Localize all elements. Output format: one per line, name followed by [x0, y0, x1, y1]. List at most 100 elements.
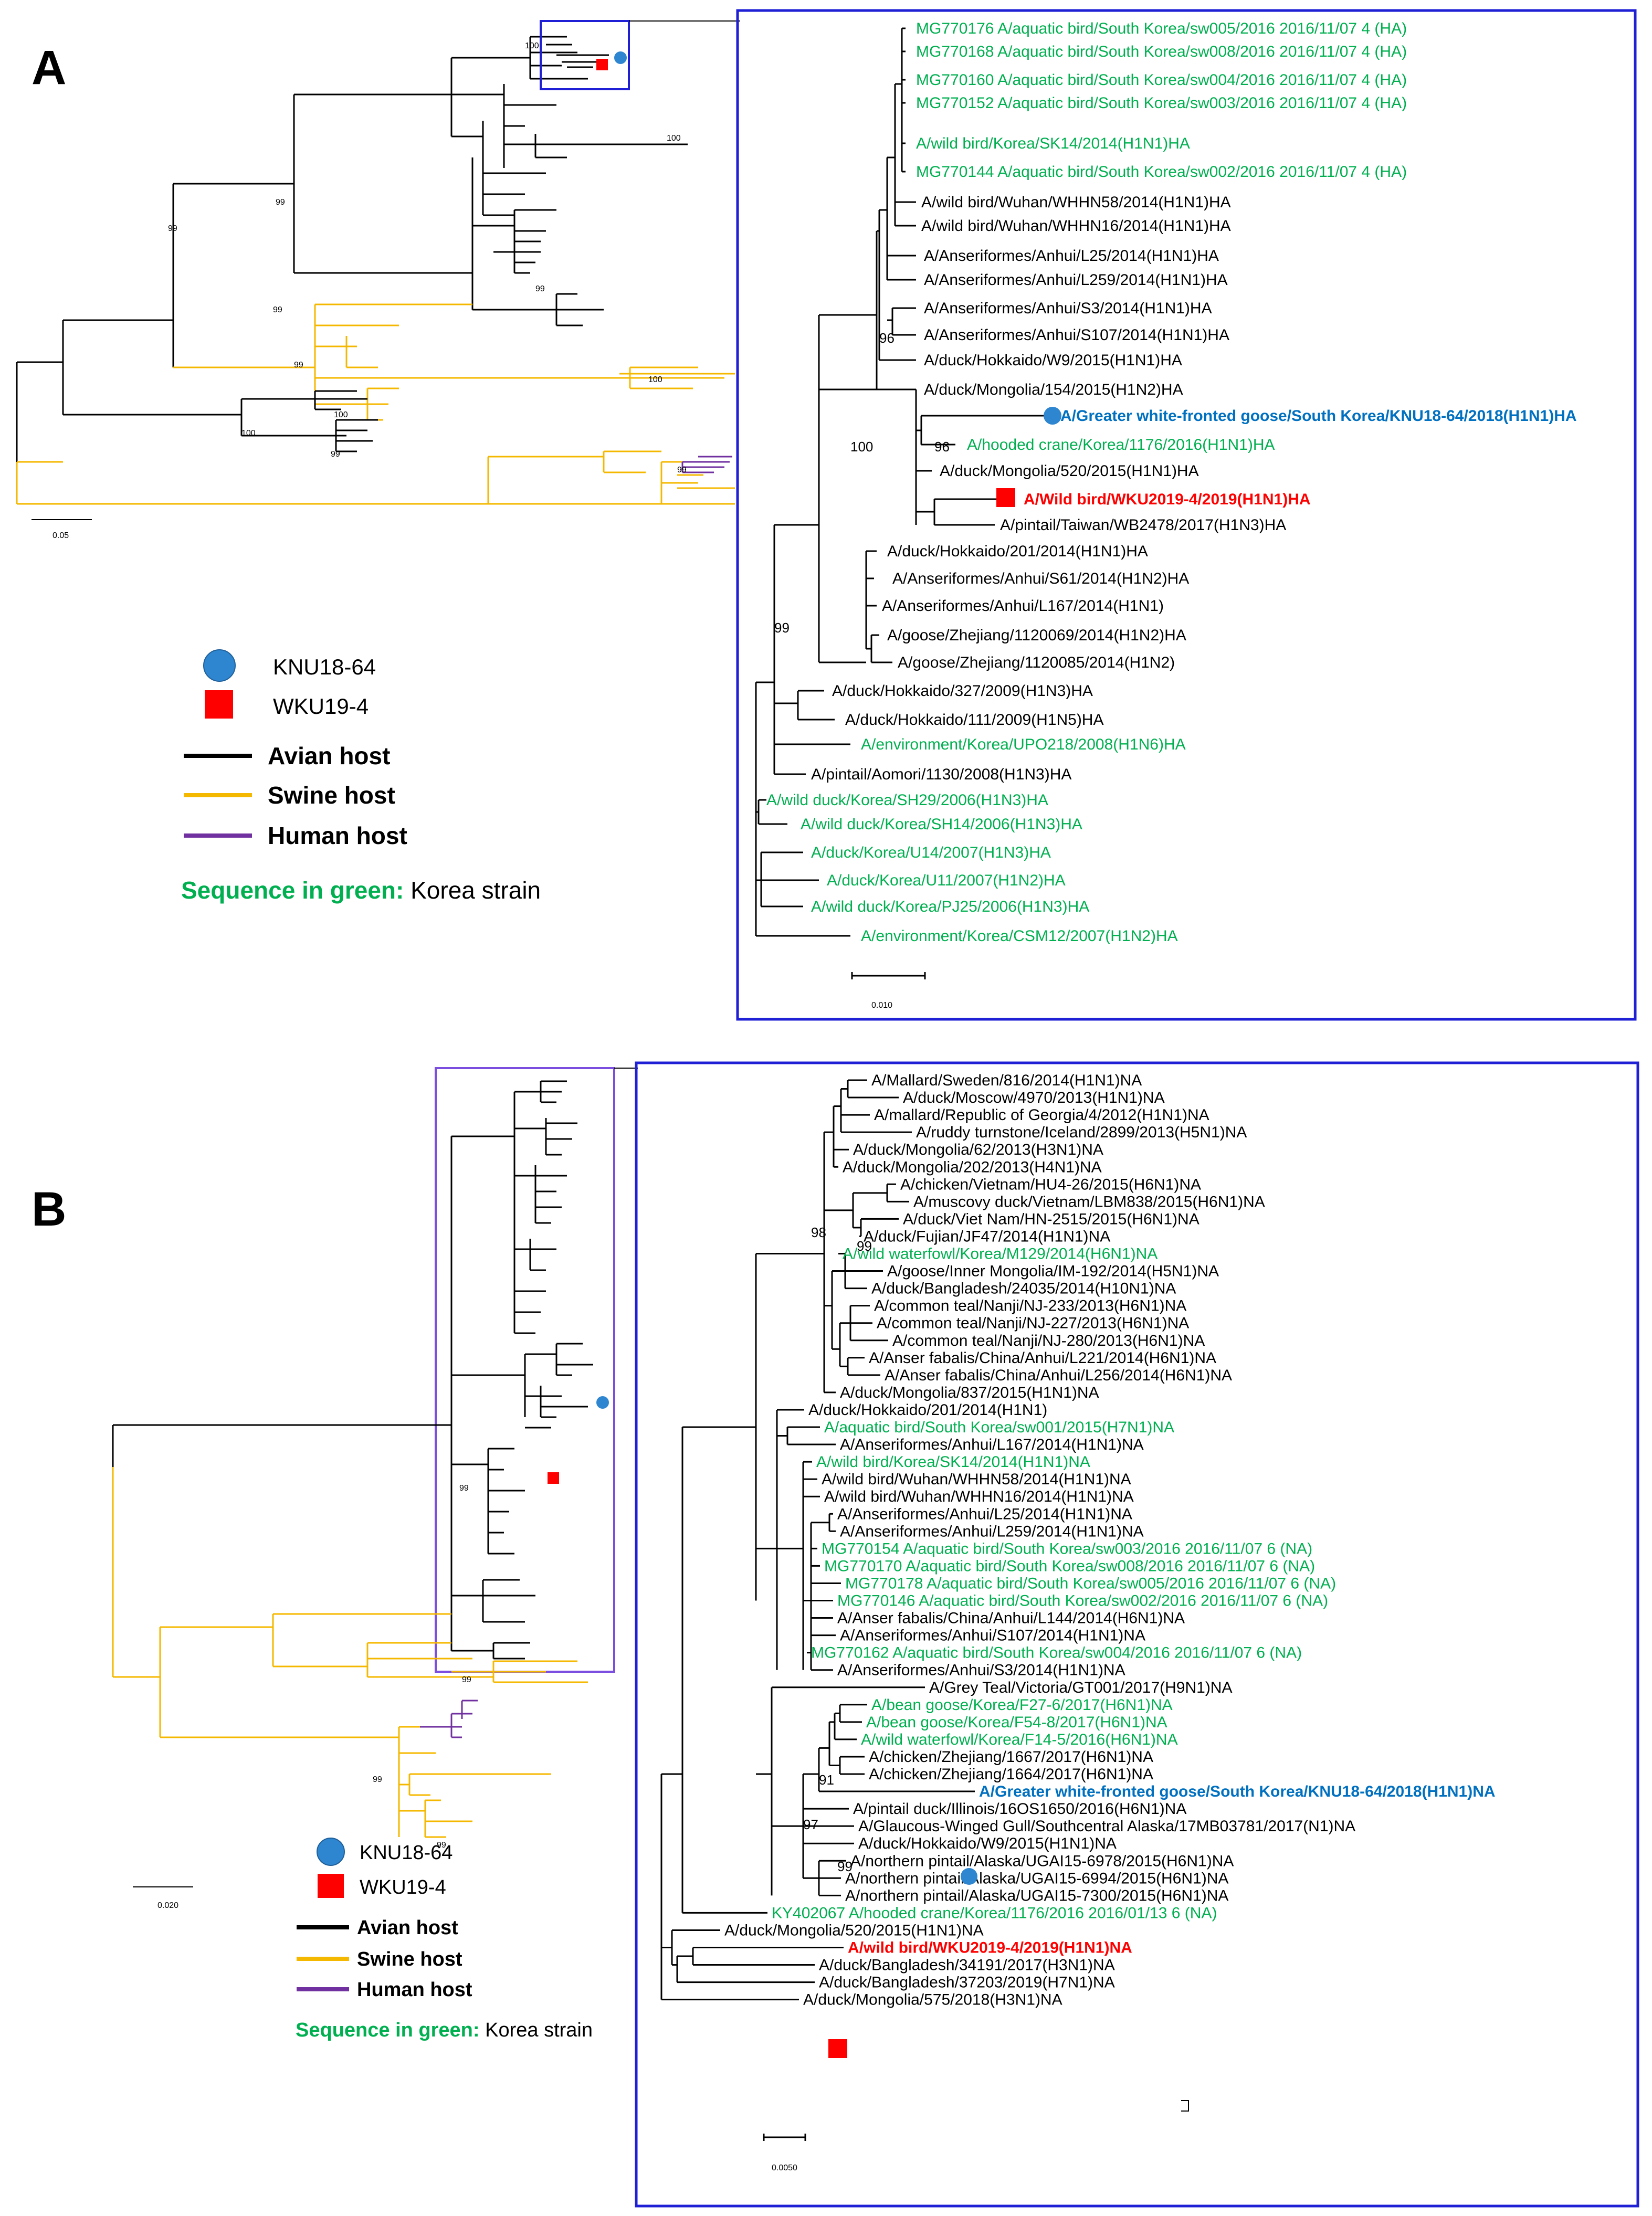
leaf-label: A/Greater white-fronted goose/South Kore… — [979, 1783, 1496, 1800]
branch — [16, 320, 64, 462]
svg-text:91: 91 — [819, 1772, 834, 1788]
panel-b-detail-bootstrap: 98 99 91 97 99 — [803, 1225, 872, 1874]
svg-text:96: 96 — [879, 330, 895, 346]
branch — [16, 461, 735, 505]
leaf-label: MG770144 A/aquatic bird/South Korea/sw00… — [916, 163, 1407, 181]
leaf-label: A/Glaucous-Winged Gull/Southcentral Alas… — [858, 1818, 1355, 1835]
leaf-label: MG770176 A/aquatic bird/South Korea/sw00… — [916, 20, 1407, 37]
svg-text:100: 100 — [334, 410, 348, 419]
leaf-label: A/duck/Fujian/JF47/2014(H1N1)NA — [864, 1228, 1110, 1245]
branch — [451, 121, 546, 216]
legend-swine-label: Swine host — [357, 1948, 462, 1970]
leaf-label: A/goose/Inner Mongolia/IM-192/2014(H5N1)… — [887, 1263, 1219, 1280]
leaf-label: A/duck/Hokkaido/327/2009(H1N3)HA — [832, 682, 1093, 700]
leaf-label: MG770160 A/aquatic bird/South Korea/sw00… — [916, 71, 1407, 89]
panel-b-detail-tree — [660, 1079, 975, 2001]
legend-knu-circle — [317, 1838, 345, 1866]
panel-a-detail-tree — [755, 27, 1050, 937]
leaf-label: A/Anser fabalis/China/Anhui/L144/2014(H6… — [837, 1610, 1185, 1627]
leaf-label: A/Anseriformes/Anhui/L259/2014(H1N1)NA — [840, 1523, 1144, 1540]
branch — [656, 450, 735, 505]
leaf-label: A/duck/Korea/U14/2007(H1N3)HA — [811, 844, 1051, 861]
wku-marker-detail-a — [996, 488, 1015, 507]
leaf-label: A/Anseriformes/Anhui/S3/2014(H1N1)NA — [837, 1662, 1125, 1679]
leaf-label: A/duck/Mongolia/62/2013(H3N1)NA — [853, 1141, 1103, 1158]
leaf-label: A/chicken/Vietnam/HU4-26/2015(H6N1)NA — [900, 1176, 1201, 1193]
leaf-label: A/duck/Hokkaido/201/2014(H1N1) — [808, 1401, 1047, 1419]
leaf-label: A/wild bird/Wuhan/WHHN16/2014(H1N1)NA — [824, 1488, 1134, 1505]
branch — [451, 84, 688, 168]
leaf-label: A/duck/Bangladesh/37203/2019(H7N1)NA — [819, 1974, 1115, 1991]
branch — [315, 366, 735, 389]
svg-text:99: 99 — [294, 361, 303, 370]
scale-label-overview-b: 0.020 — [157, 1901, 178, 1910]
leaf-label: A/Anseriformes/Anhui/S107/2014(H1N1)HA — [924, 326, 1229, 344]
legend-knu-label: KNU18-64 — [273, 655, 376, 679]
branch — [112, 1136, 453, 1651]
knu-marker-overview-b — [596, 1396, 609, 1409]
leaf-label: A/environment/Korea/CSM12/2007(H1N2)HA — [861, 927, 1178, 945]
leaf-label: A/duck/Bangladesh/34191/2017(H3N1)NA — [819, 1957, 1115, 1974]
panel-a-legend: KNU18-64 WKU19-4 Avian host Swine host H… — [181, 649, 541, 904]
branch — [160, 1726, 551, 1837]
legend-knu-circle — [203, 649, 236, 682]
leaf-label: A/wild waterfowl/Korea/F14-5/2016(H6N1)N… — [861, 1731, 1178, 1748]
branch — [420, 1700, 478, 1738]
leaf-label: A/wild bird/Wuhan/WHHN58/2014(H1N1)NA — [822, 1471, 1131, 1488]
svg-text:99: 99 — [462, 1675, 471, 1684]
branch — [514, 1165, 567, 1224]
panel-b-detail-box — [635, 1061, 1639, 2208]
leaf-label: A/northern pintail/Alaska/UGAI15-6994/20… — [845, 1870, 1228, 1887]
leaf-label: A/Greater white-fronted goose/South Kore… — [1060, 407, 1577, 425]
svg-text:100: 100 — [241, 429, 256, 438]
leaf-label: A/mallard/Republic of Georgia/4/2012(H1N… — [874, 1106, 1209, 1124]
leaf-label: A/northern pintail/Alaska/UGAI15-7300/20… — [845, 1887, 1228, 1904]
leaf-label: A/goose/Zhejiang/1120069/2014(H1N2)HA — [887, 627, 1186, 644]
legend-wku-square — [205, 690, 233, 719]
leaf-label: A/wild waterfowl/Korea/M129/2014(H6N1)NA — [843, 1246, 1158, 1263]
leaf-label: A/duck/Hokkaido/111/2009(H1N5)HA — [845, 711, 1103, 729]
leaf-label: A/common teal/Nanji/NJ-233/2013(H6N1)NA — [874, 1297, 1186, 1315]
svg-text:99: 99 — [837, 1859, 853, 1874]
svg-text:97: 97 — [803, 1817, 818, 1832]
scale-label-overview-a: 0.05 — [52, 531, 69, 540]
leaf-label: A/duck/Mongolia/520/2015(H1N1)NA — [724, 1922, 984, 1939]
leaf-label: A/duck/Hokkaido/201/2014(H1N1)HA — [887, 543, 1148, 560]
leaf-label: A/pintail/Taiwan/WB2478/2017(H1N3)HA — [1000, 516, 1286, 534]
leaf-label: A/Anser fabalis/China/Anhui/L256/2014(H6… — [885, 1367, 1232, 1384]
branch — [273, 1613, 588, 1683]
branch — [63, 94, 295, 367]
leaf-label: A/goose/Zhejiang/1120085/2014(H1N2) — [898, 654, 1175, 671]
svg-text:99: 99 — [857, 1238, 872, 1254]
leaf-label: MG770154 A/aquatic bird/South Korea/sw00… — [822, 1540, 1312, 1557]
legend-korea-note: Sequence in green: Korea strain — [181, 877, 541, 904]
leaf-label: A/duck/Mongolia/520/2015(H1N1)HA — [940, 462, 1199, 480]
leaf-label: A/duck/Mongolia/154/2015(H1N2)HA — [924, 381, 1183, 398]
branch — [451, 1448, 525, 1555]
leaf-label: A/chicken/Zhejiang/1667/2017(H6N1)NA — [869, 1748, 1153, 1766]
branch — [681, 456, 732, 473]
branch — [530, 36, 588, 80]
leaf-label: A/muscovy duck/Vietnam/LBM838/2015(H6N1)… — [913, 1193, 1265, 1210]
leaf-label: A/duck/Moscow/4970/2013(H1N1)NA — [903, 1089, 1165, 1106]
leaf-label: A/aquatic bird/South Korea/sw001/2015(H7… — [824, 1419, 1174, 1436]
branch — [514, 1118, 577, 1156]
leaf-label: A/Anseriformes/Anhui/L259/2014(H1N1)HA — [924, 271, 1228, 289]
branch — [63, 390, 367, 436]
panel-b-legend: KNU18-64 WKU19-4 Avian host Swine host H… — [296, 1838, 593, 2041]
scale-label-detail-a: 0.010 — [871, 1001, 892, 1010]
legend-knu-label: KNU18-64 — [360, 1842, 453, 1864]
svg-text:99: 99 — [168, 224, 177, 233]
leaf-label: A/Anseriformes/Anhui/L25/2014(H1N1)HA — [924, 247, 1219, 265]
legend-human-label: Human host — [268, 822, 407, 849]
leaf-label: A/duck/Viet Nam/HN-2515/2015(H6N1)NA — [903, 1210, 1199, 1228]
leaf-label: A/Anseriformes/Anhui/S107/2014(H1N1)NA — [840, 1627, 1145, 1644]
leaf-label: A/chicken/Zhejiang/1664/2017(H6N1)NA — [869, 1766, 1153, 1783]
branch — [294, 157, 556, 310]
legend-swine-label: Swine host — [268, 782, 395, 809]
leaf-label: MG770162 A/aquatic bird/South Korea/sw00… — [811, 1644, 1302, 1662]
branch — [173, 303, 472, 404]
leaf-label: A/Anseriformes/Anhui/S3/2014(H1N1)HA — [924, 300, 1212, 317]
leaf-label: A/pintail duck/Illinois/16OS1650/2016(H6… — [853, 1800, 1186, 1818]
branch — [525, 1386, 588, 1429]
